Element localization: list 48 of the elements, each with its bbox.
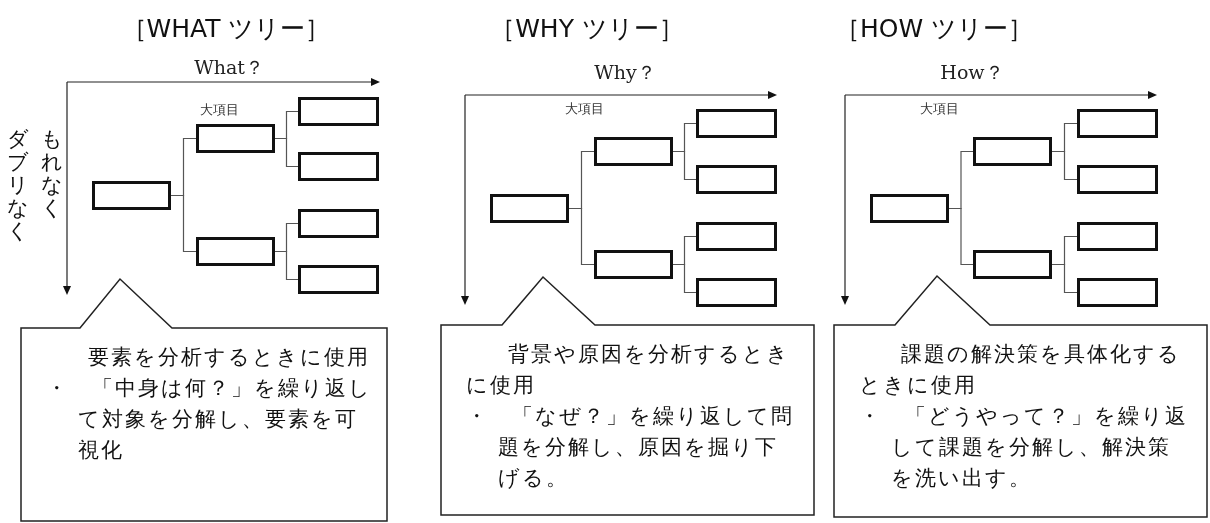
tree-box [696,278,777,307]
tree-box [298,152,379,181]
connector-line [274,250,299,281]
axis-label: How？ [940,60,1004,85]
tree-box [870,194,949,223]
level-label: 大項目 [200,101,239,119]
description-text: ・ 「どうやって？」を繰り返して課題を分解し、解決策を洗い出す。 [859,403,1189,492]
speech-bubble [20,278,388,522]
description-text: 背景や原因を分析するときに使用 [466,341,791,399]
tree-box [696,222,777,251]
tree-box [594,137,673,166]
connector-line [1051,150,1078,181]
tree-box [1077,109,1158,138]
tree-box [298,97,379,126]
description-text: ・ 「なぜ？」を繰り返して問題を分解し、原因を掘り下げる。 [466,403,795,492]
tree-box [196,124,275,153]
level-label: 大項目 [565,100,604,118]
connector-line [672,150,697,181]
axis-label: ダブリなく [7,128,28,244]
tree-box [696,109,777,138]
tree-box [594,250,673,279]
tree-box [1077,222,1158,251]
tree-box [298,209,379,238]
speech-bubble [440,276,815,516]
connector-line [568,207,595,266]
connector-line [274,137,299,168]
axis-label: Why？ [594,60,656,85]
connector-line [948,207,974,266]
description-text: ・ 「中身は何？」を繰り返して対象を分解し、要素を可視化 [46,375,373,464]
tree-box [196,237,275,266]
tree-box [1077,165,1158,194]
tree-box [92,181,171,210]
tree-box [973,250,1052,279]
tree-title: ［WHY ツリー］ [490,13,684,45]
axis-label: もれなく [41,128,62,221]
tree-box [1077,278,1158,307]
description-text: 要素を分析するときに使用 [87,344,371,371]
speech-bubble [833,275,1208,518]
connector-line [170,194,197,253]
tree-title: ［HOW ツリー］ [834,13,1034,45]
tree-box [298,265,379,294]
tree-box [973,137,1052,166]
axis-label: What？ [194,55,264,80]
description-text: 課題の解決策を具体化するときに使用 [859,341,1182,399]
tree-box [490,194,569,223]
tree-title: ［WHAT ツリー］ [121,13,331,45]
tree-box [696,165,777,194]
level-label: 大項目 [920,100,959,118]
